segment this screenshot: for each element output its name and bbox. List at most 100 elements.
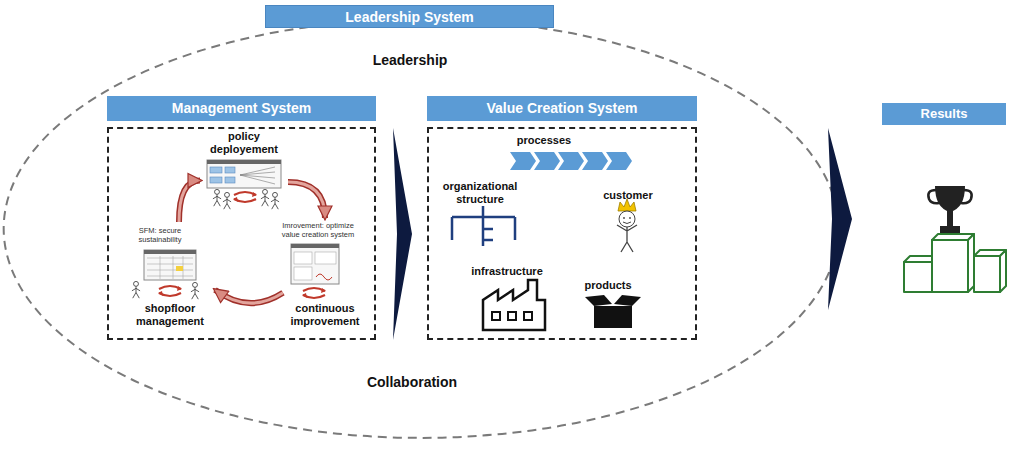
- cycle-arrow: [215, 290, 283, 303]
- cycle-arrow-outline: [288, 182, 325, 218]
- improvement-board: [291, 244, 339, 248]
- shopfloor-board: [147, 256, 193, 279]
- panel-header: Management System: [107, 96, 376, 121]
- flow-chevron: [828, 128, 852, 310]
- cycle-arrow-fill: [215, 290, 283, 303]
- cycle-arrow-outline: [179, 180, 200, 222]
- factory-icon: [483, 280, 545, 330]
- trophy-icon: [947, 211, 953, 226]
- icon-label: processes: [504, 134, 584, 147]
- station-label: continuous improvement: [283, 302, 367, 328]
- shopfloor-board: [191, 282, 199, 299]
- icon-label: infrastructure: [467, 265, 547, 278]
- leadership-system-ellipse: Leadership SystemLeadershipCollaboration…: [2, 17, 840, 440]
- flow-chevron: [828, 128, 852, 310]
- policy-board: [213, 189, 221, 206]
- process-chevrons: [582, 152, 608, 170]
- system-title-band: Leadership System: [265, 5, 554, 28]
- policy-board: [240, 167, 275, 184]
- policy-board: [225, 177, 235, 183]
- cycle-arrow-fill: [179, 180, 200, 222]
- process-chevrons: [510, 152, 536, 170]
- product-box-icon: [585, 295, 612, 306]
- policy-board: [207, 160, 281, 164]
- podium-icon: [904, 234, 1006, 292]
- process-chevrons: [558, 152, 584, 170]
- cycle-arrow-fill: [288, 182, 325, 218]
- podium-icon: [974, 256, 1000, 292]
- product-box-icon: [594, 306, 632, 328]
- factory-icon: [508, 312, 516, 320]
- shopfloor-board: [144, 250, 196, 280]
- ellipse-outline: [4, 19, 839, 438]
- policy-board: [223, 192, 231, 209]
- improvement-board: [291, 244, 339, 284]
- value-creation-panel: Value Creation System: [427, 96, 697, 340]
- product-box-icon: [614, 295, 641, 306]
- customer-icon: [619, 211, 635, 227]
- policy-board: [233, 192, 257, 202]
- results-header: Results: [882, 103, 1006, 125]
- cycle-arrow-outline: [215, 290, 283, 303]
- ellipse-label: Leadership: [302, 52, 518, 68]
- factory-icon: [483, 280, 545, 330]
- improvement-board: [294, 267, 312, 280]
- flow-chevron: [393, 128, 412, 340]
- results-panel: Results: [882, 103, 1006, 303]
- dashed-frame: [427, 127, 697, 340]
- shopfloor-board: [144, 250, 196, 254]
- policy-board: [261, 189, 269, 206]
- station-label: policy deployement: [200, 130, 288, 156]
- podium-icon: [932, 240, 968, 292]
- policy-board: [210, 177, 222, 183]
- icon-label: customer: [598, 189, 658, 202]
- improvement-board: [316, 274, 332, 280]
- edge-label: Imrovement: optimize value creation syst…: [276, 221, 360, 239]
- customer-icon: [623, 222, 631, 224]
- ellipse-label: Collaboration: [304, 374, 520, 390]
- cycle-arrow: [288, 182, 325, 218]
- icon-label: products: [580, 279, 636, 292]
- improvement-board: [302, 288, 326, 298]
- shopfloor-management-station: shopfloor management: [125, 222, 215, 328]
- process-chevrons: [534, 152, 560, 170]
- customer-icon: [623, 217, 625, 219]
- improvement-board: [315, 252, 336, 264]
- product-box-icon: [585, 295, 641, 328]
- management-system-panel: Management System policy deployement conti…: [107, 96, 376, 340]
- improvement-board: [294, 252, 312, 264]
- factory-icon: [524, 312, 532, 320]
- continuous-improvement-station: continuous improvement: [283, 218, 367, 328]
- cycle-arrow: [179, 180, 200, 222]
- customer-icon: [617, 199, 637, 252]
- policy-board: [207, 160, 281, 188]
- customer-icon: [617, 225, 637, 252]
- customer-icon: [629, 217, 631, 219]
- edge-label: SFM: secure sustainability: [120, 226, 200, 244]
- shopfloor-board: [158, 286, 182, 296]
- policy-board: [210, 167, 222, 173]
- process-chevrons: [606, 152, 632, 170]
- trophy-icon: [935, 186, 965, 212]
- policy-board: [271, 192, 279, 209]
- podium-icon: [904, 262, 932, 292]
- policy-board: [207, 160, 281, 209]
- shopfloor-board: [132, 281, 140, 298]
- icon-label: organizational structure: [440, 180, 520, 206]
- policy-board: [225, 167, 235, 173]
- trophy-icon: [928, 186, 971, 234]
- process-chevrons: [510, 152, 632, 170]
- flow-chevron: [393, 128, 412, 340]
- shopfloor-board: [176, 266, 183, 271]
- shopfloor-board: [132, 250, 199, 299]
- customer-icon: [618, 199, 636, 211]
- factory-icon: [492, 312, 500, 320]
- trophy-icon: [940, 226, 960, 234]
- panel-header: Value Creation System: [427, 96, 697, 121]
- trophy-icon: [928, 190, 971, 203]
- improvement-board: [291, 244, 339, 298]
